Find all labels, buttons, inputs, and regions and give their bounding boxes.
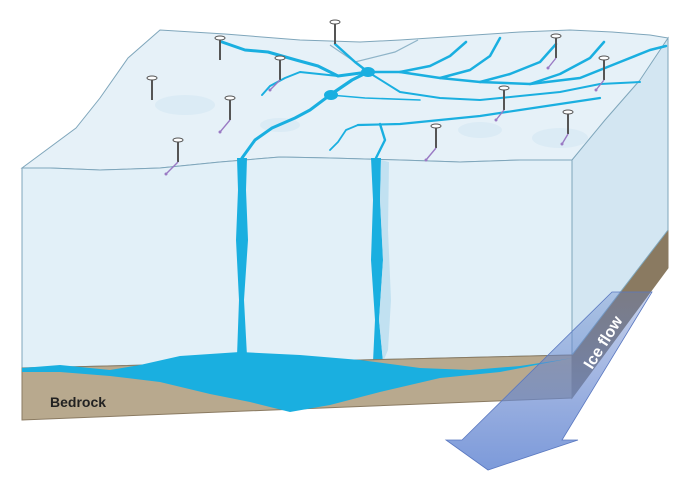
ablation-stake — [164, 137, 184, 176]
ablation-stake — [214, 35, 226, 60]
ablation-stakes — [146, 19, 610, 176]
ablation-stake — [329, 19, 341, 44]
moulin-right-shadow — [379, 160, 391, 362]
ice-flow-arrow — [444, 291, 653, 471]
ablation-stake — [594, 55, 610, 92]
bedrock-label: Bedrock — [50, 394, 106, 410]
ablation-stake — [546, 33, 562, 70]
surface-crack — [329, 39, 419, 63]
surface-lake-upper — [361, 67, 375, 77]
ablation-stake — [218, 95, 236, 134]
ice-top-surface — [20, 29, 669, 171]
subglacial-lake — [22, 352, 572, 412]
ablation-stake — [268, 55, 286, 92]
ablation-stake — [560, 109, 574, 146]
ablation-stake — [424, 123, 442, 162]
ablation-stake — [146, 75, 158, 100]
ablation-stake — [494, 85, 510, 122]
moulin-right — [371, 158, 383, 362]
surface-lake-lower — [324, 90, 338, 100]
moulin-left — [236, 158, 248, 356]
ice-front-face — [21, 156, 573, 369]
